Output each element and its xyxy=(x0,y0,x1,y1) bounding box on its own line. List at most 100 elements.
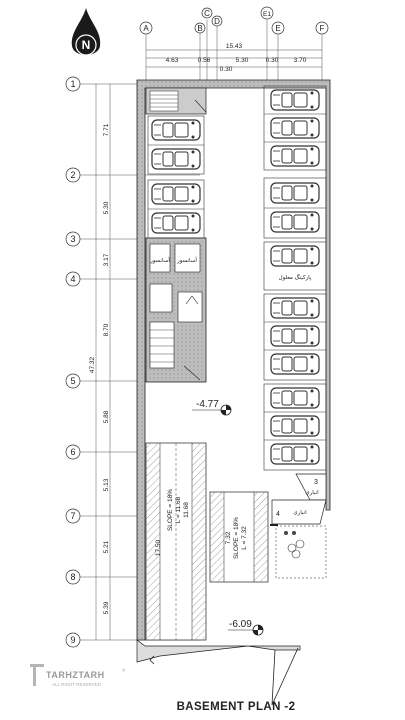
svg-text:D: D xyxy=(214,17,220,26)
grid-bubble-E: E xyxy=(271,21,285,35)
svg-text:E1: E1 xyxy=(263,11,271,18)
drawing-title: BASEMENT PLAN -2 xyxy=(177,701,296,713)
dim-left-8: 5.39 xyxy=(103,601,110,614)
svg-text:3: 3 xyxy=(70,234,75,244)
ramp1-extra: 11.68 xyxy=(183,502,190,518)
car-r9 xyxy=(270,353,320,375)
row-bubble-9: 9 xyxy=(65,632,81,648)
svg-text:F: F xyxy=(320,24,325,33)
watermark-logo: TARHZTARH ALL RIGHT RESERVED ® xyxy=(30,664,126,687)
svg-text:E: E xyxy=(275,24,280,33)
row-bubble-8: 8 xyxy=(65,569,81,585)
label-elevator-a: آسانسور xyxy=(149,257,170,264)
svg-text:2: 2 xyxy=(70,170,75,180)
ramp-secondary xyxy=(209,491,269,583)
car-l1 xyxy=(151,119,201,141)
grid-bubble-D: D xyxy=(211,15,223,27)
row-bubble-5: 5 xyxy=(65,373,81,389)
svg-text:1: 1 xyxy=(70,79,75,89)
car-r1 xyxy=(270,89,320,111)
svg-text:6: 6 xyxy=(70,447,75,457)
row-bubble-1: 1 xyxy=(65,76,81,92)
car-r4 xyxy=(270,182,320,204)
dim-left-3: 3.17 xyxy=(103,253,110,266)
level-marker-lower xyxy=(228,624,264,636)
car-r12 xyxy=(270,443,320,465)
svg-text:®: ® xyxy=(122,667,126,673)
grid-bubble-F: F xyxy=(315,21,329,35)
ramp1-slope: SLOPE = 18% xyxy=(167,489,174,531)
svg-text:C: C xyxy=(204,9,210,18)
ramp2-length: L = 7.32 xyxy=(241,526,248,550)
row-bubble-6: 6 xyxy=(65,444,81,460)
dim-lower: 0.30 xyxy=(220,66,233,73)
car-l3 xyxy=(151,183,201,205)
grid-bubble-A: A xyxy=(139,21,153,35)
dim-left-4: 8.70 xyxy=(103,323,110,336)
car-r10 xyxy=(270,387,320,409)
dim-left-1: 7.71 xyxy=(103,123,110,136)
svg-text:B: B xyxy=(197,24,202,33)
row-bubble-7: 7 xyxy=(65,508,81,524)
planter-area xyxy=(275,525,327,579)
row-bubble-2: 2 xyxy=(65,167,81,183)
level-marker-upper xyxy=(192,404,232,416)
level-label-upper: -4.77 xyxy=(196,399,219,410)
svg-text:7: 7 xyxy=(70,511,75,521)
grid-bubble-B: B xyxy=(194,22,206,34)
ramp1-length: L = 11.68 xyxy=(175,496,182,523)
storage-label-a: انباری xyxy=(305,490,319,496)
dim-left-2: 5.30 xyxy=(103,201,110,214)
dim-seg-5: 3.70 xyxy=(294,57,307,64)
entrance-arrow-icon xyxy=(149,655,155,665)
grid-bubble-C: C xyxy=(201,7,213,19)
car-r2 xyxy=(270,117,320,139)
car-r3 xyxy=(270,145,320,167)
left-dimension-chain xyxy=(95,84,111,640)
car-r8 xyxy=(270,325,320,347)
storage-num-b: 4 xyxy=(276,511,280,518)
row-bubble-4: 4 xyxy=(65,271,81,287)
dim-seg-4: 0.30 xyxy=(266,57,279,64)
parking-left xyxy=(147,115,205,239)
dim-left-5: 5.88 xyxy=(103,410,110,423)
row-bubble-3: 3 xyxy=(65,231,81,247)
dim-left-7: 5.21 xyxy=(103,540,110,553)
svg-text:4: 4 xyxy=(70,274,75,284)
svg-text:TARHZTARH: TARHZTARH xyxy=(46,670,105,680)
ramp-main xyxy=(145,442,207,641)
svg-text:9: 9 xyxy=(70,635,75,645)
north-letter: N xyxy=(82,38,91,52)
svg-text:A: A xyxy=(143,24,149,33)
stair-upper xyxy=(145,87,207,115)
car-r11 xyxy=(270,415,320,437)
car-l4 xyxy=(151,212,201,234)
svg-text:5: 5 xyxy=(70,376,75,386)
level-label-lower: -6.09 xyxy=(229,619,252,630)
car-r6 xyxy=(270,245,320,267)
dim-overall-width: 15.43 xyxy=(226,43,243,50)
car-r5 xyxy=(270,211,320,233)
label-disabled-parking: پارکینگ معلول xyxy=(279,274,312,281)
north-arrow-icon: N xyxy=(71,8,101,56)
svg-text:8: 8 xyxy=(70,572,75,582)
parking-right xyxy=(263,85,327,471)
grid-bubble-E1: E1 xyxy=(260,6,274,20)
svg-text:ALL RIGHT RESERVED: ALL RIGHT RESERVED xyxy=(52,682,102,687)
dim-left-6: 5.13 xyxy=(103,478,110,491)
ramp2-slope: SLOPE = 18% xyxy=(233,517,240,559)
car-r7 xyxy=(270,297,320,319)
storage-rooms xyxy=(270,473,327,526)
column-grid-lines xyxy=(145,20,323,80)
dim-seg-3: 5.30 xyxy=(236,57,249,64)
storage-label-b: انباری xyxy=(293,510,307,516)
dim-seg-1: 4.63 xyxy=(166,57,179,64)
storage-num-a: 3 xyxy=(314,479,318,486)
ramp2-extra: 7.32 xyxy=(225,531,232,544)
ramp1-width: 17.50 xyxy=(155,539,162,556)
dim-overall-height: 47.32 xyxy=(89,356,96,373)
car-l2 xyxy=(151,148,201,170)
label-elevator-b: آسانسور xyxy=(176,257,197,264)
dim-seg-2: 0.56 xyxy=(198,57,211,64)
